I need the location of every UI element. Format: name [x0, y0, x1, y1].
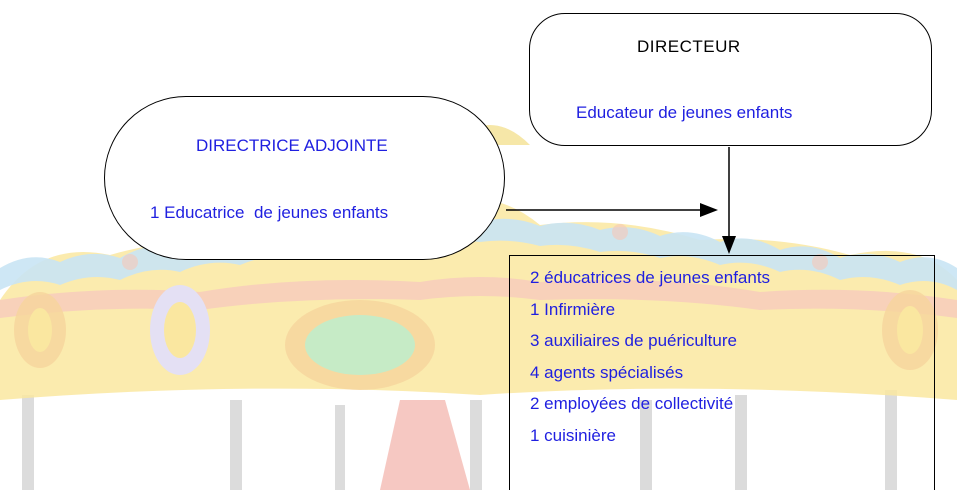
staff-box: [509, 255, 935, 490]
deputy-director-title: DIRECTRICE ADJOINTE: [196, 136, 388, 155]
staff-item: 2 éducatrices de jeunes enfants: [530, 268, 771, 287]
staff-item: 4 agents spécialisés: [530, 362, 684, 382]
director-title: DIRECTEUR: [637, 37, 741, 56]
deputy-director-box: [104, 96, 505, 260]
director-role: Educateur de jeunes enfants: [576, 103, 793, 122]
staff-item: 2 employées de collectivité: [530, 394, 734, 413]
staff-list: 2 éducatrices de jeunes enfants 1 Infirm…: [530, 268, 770, 457]
director-box: [529, 13, 932, 146]
staff-item: 3 auxiliaires de puériculture: [530, 331, 737, 350]
deputy-director-role: 1 Educatrice de jeunes enfants: [150, 203, 389, 222]
staff-item: 1 Infirmière: [530, 299, 616, 319]
staff-item: 1 cuisinière: [530, 425, 616, 445]
